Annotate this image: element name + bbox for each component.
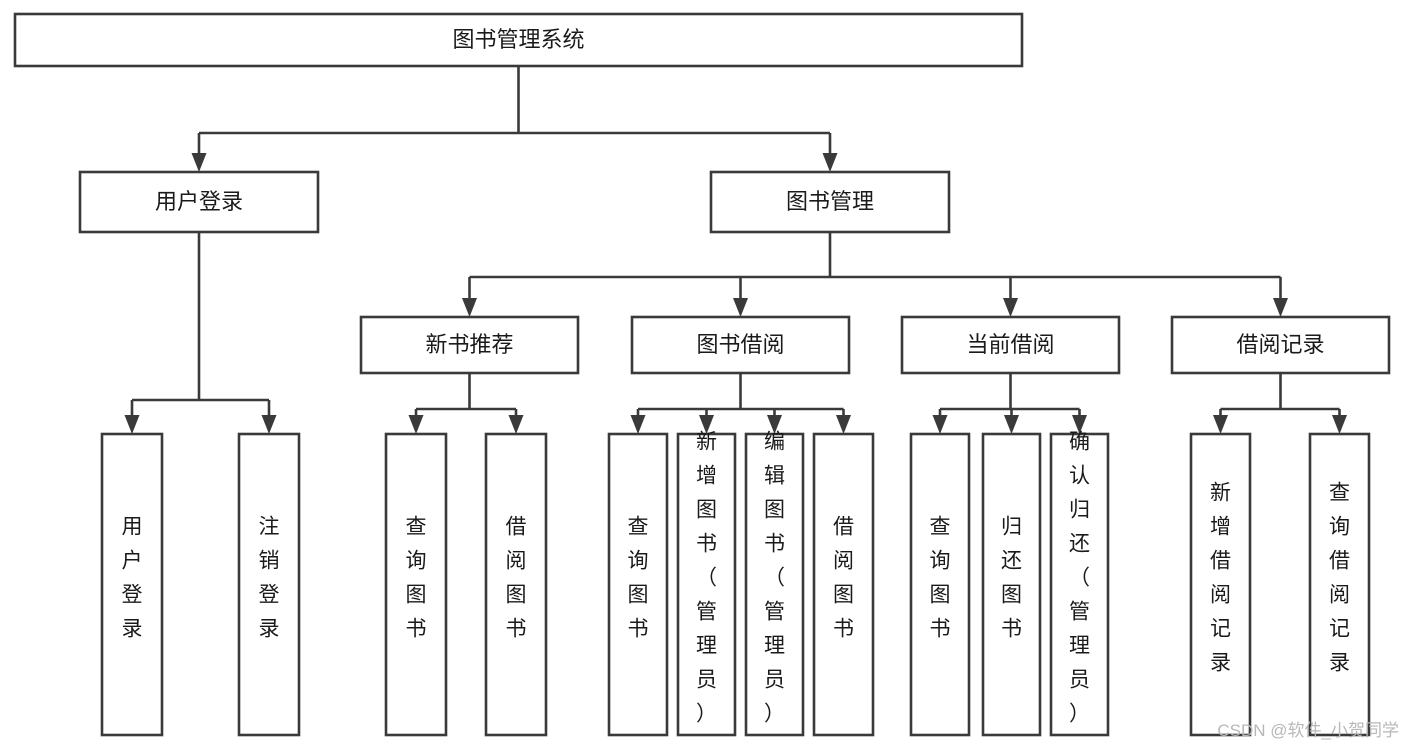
- node-leaf-query-borrow-record[interactable]: 查询借阅记录: [1308, 432, 1371, 737]
- node-label-current-borrow: 当前借阅: [966, 332, 1054, 357]
- node-label-leaf-query-book-cur: 查询图书: [930, 516, 951, 641]
- node-box-leaf-query-book-cur[interactable]: [909, 432, 971, 737]
- node-box-user-login[interactable]: [78, 170, 320, 234]
- node-label-leaf-confirm-return-admin: 确认归还（管理员）: [1069, 431, 1090, 726]
- arrow-head: [1273, 298, 1288, 317]
- node-label-leaf-query-book-rec: 查询图书: [406, 516, 427, 641]
- node-new-book-rec[interactable]: 新书推荐: [359, 315, 580, 375]
- node-box-leaf-add-book-admin[interactable]: [676, 432, 737, 737]
- arrow-head: [261, 415, 277, 434]
- node-borrow-record[interactable]: 借阅记录: [1170, 315, 1391, 375]
- connector-group-root: [191, 66, 838, 172]
- node-box-leaf-logout[interactable]: [237, 432, 301, 737]
- node-leaf-borrow-book[interactable]: 借阅图书: [812, 432, 875, 737]
- node-box-root[interactable]: [13, 12, 1024, 68]
- node-label-new-book-rec: 新书推荐: [425, 332, 513, 357]
- connector-group-user-login: [124, 232, 277, 434]
- node-leaf-edit-book-admin[interactable]: 编辑图书（管理员）: [744, 431, 805, 737]
- node-box-leaf-add-borrow-record[interactable]: [1189, 432, 1252, 737]
- node-label-leaf-return-book: 归还图书: [1001, 516, 1022, 641]
- arrow-head: [822, 153, 838, 172]
- node-leaf-confirm-return-admin[interactable]: 确认归还（管理员）: [1049, 431, 1110, 737]
- node-box-new-book-rec[interactable]: [359, 315, 580, 375]
- node-label-leaf-borrow-book: 借阅图书: [833, 516, 854, 641]
- connector-group-new-book-rec: [408, 373, 524, 434]
- node-label-leaf-user-login: 用户登录: [122, 516, 143, 641]
- arrow-head: [836, 415, 851, 434]
- node-label-user-login: 用户登录: [155, 189, 243, 214]
- node-book-manage[interactable]: 图书管理: [709, 170, 951, 234]
- arrow-head: [408, 415, 424, 434]
- node-leaf-query-book-cur[interactable]: 查询图书: [909, 432, 971, 737]
- connector-group-current-borrow: [932, 373, 1087, 434]
- node-label-leaf-query-borrow-record: 查询借阅记录: [1329, 482, 1350, 675]
- node-box-leaf-edit-book-admin[interactable]: [744, 432, 805, 737]
- node-label-leaf-logout: 注销登录: [259, 516, 280, 641]
- node-box-book-manage[interactable]: [709, 170, 951, 234]
- arrow-head: [699, 415, 714, 434]
- node-leaf-logout[interactable]: 注销登录: [237, 432, 301, 737]
- node-leaf-borrow-book-rec[interactable]: 借阅图书: [484, 432, 548, 737]
- arrow-head: [1004, 415, 1019, 434]
- node-label-leaf-edit-book-admin: 编辑图书（管理员）: [764, 431, 785, 726]
- node-leaf-add-book-admin[interactable]: 新增图书（管理员）: [676, 431, 737, 737]
- connector-group-book-borrow: [630, 373, 851, 434]
- node-book-borrow[interactable]: 图书借阅: [630, 315, 851, 375]
- arrow-head: [124, 415, 140, 434]
- node-box-leaf-query-book-borrow[interactable]: [607, 432, 669, 737]
- connector-group-borrow-record: [1213, 373, 1347, 434]
- node-user-login[interactable]: 用户登录: [78, 170, 320, 234]
- arrow-head: [630, 415, 646, 434]
- node-box-leaf-borrow-book-rec[interactable]: [484, 432, 548, 737]
- node-box-leaf-user-login[interactable]: [100, 432, 164, 737]
- arrow-head: [932, 415, 948, 434]
- node-box-book-borrow[interactable]: [630, 315, 851, 375]
- watermark-label: CSDN @软件_小贺同学: [1217, 721, 1399, 740]
- node-label-leaf-add-book-admin: 新增图书（管理员）: [696, 431, 717, 726]
- node-box-borrow-record[interactable]: [1170, 315, 1391, 375]
- arrow-head: [767, 415, 782, 434]
- node-box-leaf-query-borrow-record[interactable]: [1308, 432, 1371, 737]
- arrow-head: [1332, 415, 1347, 434]
- node-label-book-manage: 图书管理: [786, 189, 874, 214]
- node-root[interactable]: 图书管理系统: [13, 12, 1024, 68]
- arrow-head: [462, 298, 477, 317]
- node-leaf-add-borrow-record[interactable]: 新增借阅记录: [1189, 432, 1252, 737]
- node-label-leaf-borrow-book-rec: 借阅图书: [506, 516, 527, 641]
- node-current-borrow[interactable]: 当前借阅: [900, 315, 1121, 375]
- node-label-leaf-add-borrow-record: 新增借阅记录: [1210, 482, 1231, 675]
- node-label-borrow-record: 借阅记录: [1236, 332, 1324, 357]
- node-box-leaf-query-book-rec[interactable]: [384, 432, 448, 737]
- connector-layer: [124, 66, 1347, 434]
- node-label-root: 图书管理系统: [452, 27, 584, 52]
- node-box-leaf-confirm-return-admin[interactable]: [1049, 432, 1110, 737]
- node-leaf-query-book-borrow[interactable]: 查询图书: [607, 432, 669, 737]
- node-box-current-borrow[interactable]: [900, 315, 1121, 375]
- node-label-book-borrow: 图书借阅: [696, 332, 784, 357]
- node-leaf-user-login[interactable]: 用户登录: [100, 432, 164, 737]
- node-box-leaf-return-book[interactable]: [981, 432, 1042, 737]
- arrow-head: [191, 153, 207, 172]
- node-leaf-query-book-rec[interactable]: 查询图书: [384, 432, 448, 737]
- node-label-leaf-query-book-borrow: 查询图书: [628, 516, 649, 641]
- arrow-head: [1003, 298, 1018, 317]
- connector-group-book-manage: [462, 232, 1288, 317]
- arrow-head: [1072, 415, 1087, 434]
- arrow-head: [1213, 415, 1228, 434]
- node-box-leaf-borrow-book[interactable]: [812, 432, 875, 737]
- arrow-head: [733, 298, 748, 317]
- arrow-head: [508, 415, 524, 434]
- node-leaf-return-book[interactable]: 归还图书: [981, 432, 1042, 737]
- node-layer: 图书管理系统用户登录图书管理新书推荐图书借阅当前借阅借阅记录用户登录注销登录查询…: [13, 12, 1391, 737]
